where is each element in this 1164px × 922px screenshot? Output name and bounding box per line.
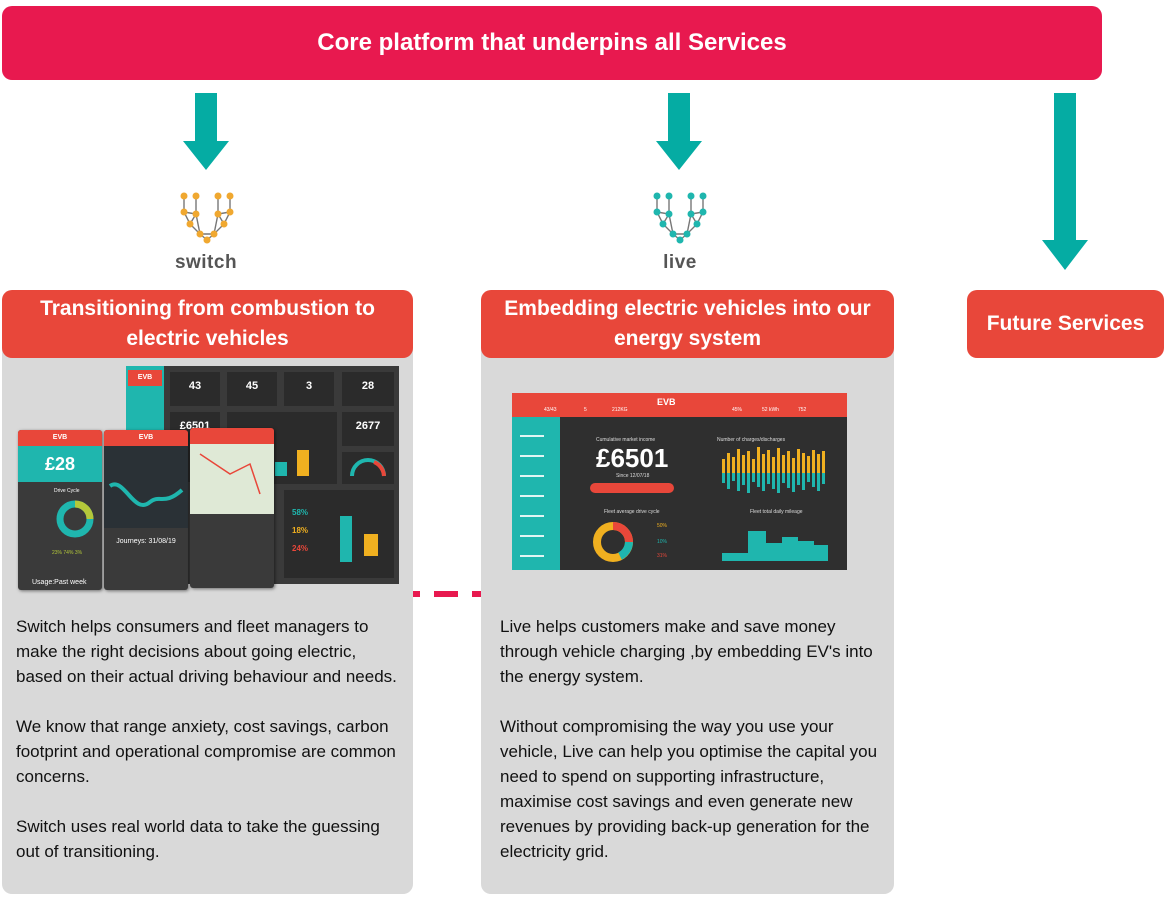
future-services-header: Future Services — [967, 290, 1164, 358]
tile-value: 2677 — [355, 420, 381, 432]
switch-pct-2: 18% — [292, 526, 309, 535]
switch-header: Transitioning from combustion to electri… — [2, 290, 413, 358]
switch-phone-2: EVB Journeys: 31/08/19 — [104, 430, 188, 590]
switch-brand-name: switch — [174, 252, 238, 273]
tile-value: 45 — [245, 380, 259, 392]
switch-pct-1: 58% — [292, 508, 309, 517]
tile-value: 43 — [188, 380, 202, 392]
phone-saving-value: £28 — [44, 454, 76, 474]
live-logo-icon — [653, 192, 707, 244]
switch-dash-logo: EVB — [128, 370, 162, 386]
core-platform-banner: Core platform that underpins all Service… — [2, 6, 1102, 80]
arrow-down-future — [1042, 93, 1088, 270]
live-dash-logo: EVB — [657, 397, 676, 407]
live-income-value: £6501 — [596, 443, 669, 473]
switch-phone-1: EVB £28 Drive Cycle 23% 74% 3% Usage:Pas… — [18, 430, 102, 590]
switch-logo-icon — [180, 192, 234, 244]
arrow-down-live — [656, 93, 702, 170]
switch-pct-3: 24% — [292, 544, 309, 553]
switch-description: Switch helps consumers and fleet manager… — [16, 617, 397, 861]
live-header: Embedding electric vehicles into our ene… — [481, 290, 894, 358]
switch-phone-3 — [190, 428, 274, 588]
live-brand-name: live — [663, 252, 697, 273]
live-desktop-dashboard: EVB 43/43 5 212KG 45% 52 kWh 752 Cumulat… — [512, 393, 847, 570]
tile-value: 28 — [361, 380, 375, 392]
live-description: Live helps customers make and save money… — [500, 617, 878, 861]
tile-value: 3 — [305, 380, 313, 392]
arrow-down-switch — [183, 93, 229, 170]
